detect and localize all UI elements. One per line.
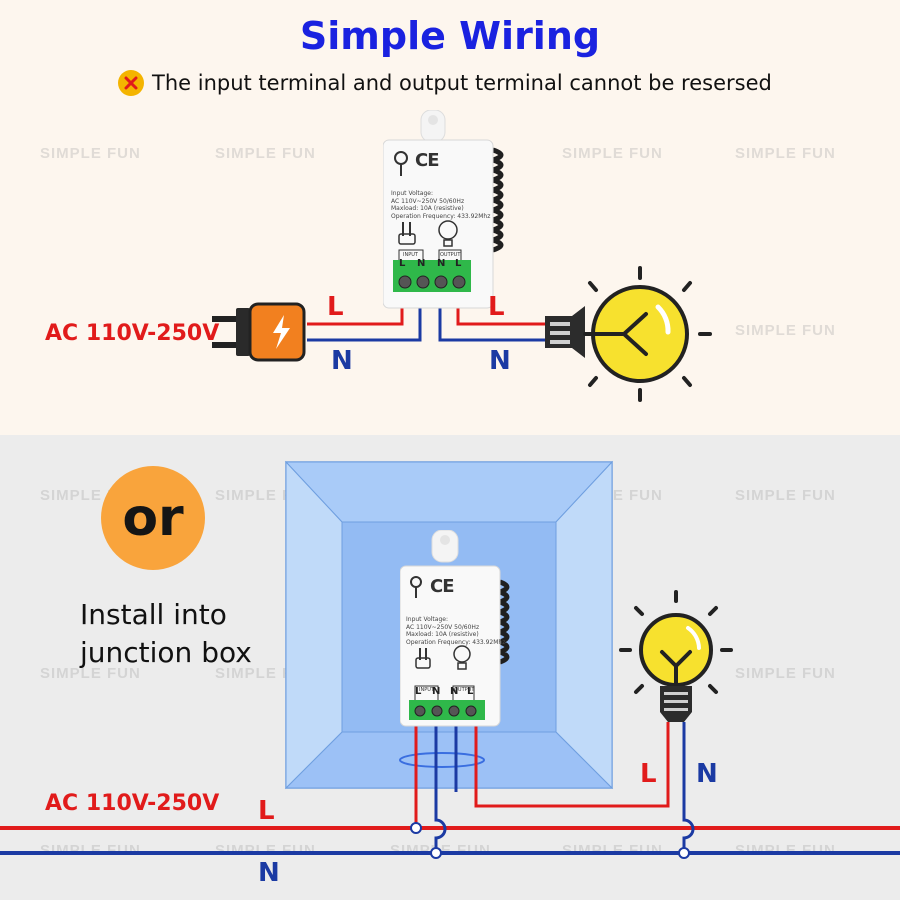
terminal-label: N (437, 258, 446, 269)
wire-label-N: N (331, 346, 353, 376)
x-circle-icon (118, 70, 144, 96)
spec-text: Input Voltage: AC 110V~250V 50/60Hz Maxl… (406, 616, 506, 646)
watermark: SIMPLE FUN (735, 145, 836, 162)
power-label: AC 110V-250V (45, 791, 220, 816)
terminal-label: L (467, 686, 474, 697)
terminal-label: L (399, 258, 406, 269)
warning-note: The input terminal and output terminal c… (118, 68, 772, 98)
page-title: Simple Wiring (299, 14, 601, 58)
watermark: SIMPLE FUN (735, 665, 836, 682)
watermark: SIMPLE FUN (562, 145, 663, 162)
terminal-label: L (415, 686, 422, 697)
terminal-label: N (417, 258, 426, 269)
or-badge: or (101, 466, 205, 570)
wire-label-L: L (640, 759, 657, 789)
terminal-label: N (450, 686, 459, 697)
switch-module: CE Input Voltage: AC 110V~250V 50/60Hz M… (400, 530, 510, 730)
wire-label-L: L (488, 292, 505, 322)
install-note: Install into junction box (80, 598, 252, 669)
wire-label-L: L (327, 292, 344, 322)
bottom-mains-wiring (0, 722, 900, 859)
lamp-icon (619, 590, 733, 734)
wire-label-N: N (258, 858, 280, 888)
watermark: SIMPLE FUN (40, 665, 141, 682)
lamp-icon (545, 266, 712, 402)
terminal-label: L (455, 258, 462, 269)
ce-mark: CE (430, 576, 454, 597)
wire-label-N: N (696, 759, 718, 789)
spec-text: Input Voltage: AC 110V~250V 50/60Hz Maxl… (391, 190, 491, 220)
input-label: INPUT (419, 687, 434, 693)
wire-label-N: N (489, 346, 511, 376)
watermark: SIMPLE FUN (215, 145, 316, 162)
wire-label-L: L (258, 796, 275, 826)
warning-text: The input terminal and output terminal c… (152, 71, 772, 95)
input-label: INPUT (403, 252, 418, 258)
plug-icon (212, 302, 306, 362)
watermark: SIMPLE FUN (40, 145, 141, 162)
watermark: SIMPLE FUN (735, 322, 836, 339)
output-label: OUTPUT (454, 687, 475, 693)
switch-module: CE Input Voltage: AC 110V~250V 50/60Hz M… (383, 110, 504, 309)
output-label: OUTPUT (440, 252, 461, 258)
terminal-label: N (432, 686, 441, 697)
ce-mark: CE (415, 150, 439, 171)
watermark: SIMPLE FUN (735, 487, 836, 504)
power-label: AC 110V-250V (45, 321, 220, 346)
